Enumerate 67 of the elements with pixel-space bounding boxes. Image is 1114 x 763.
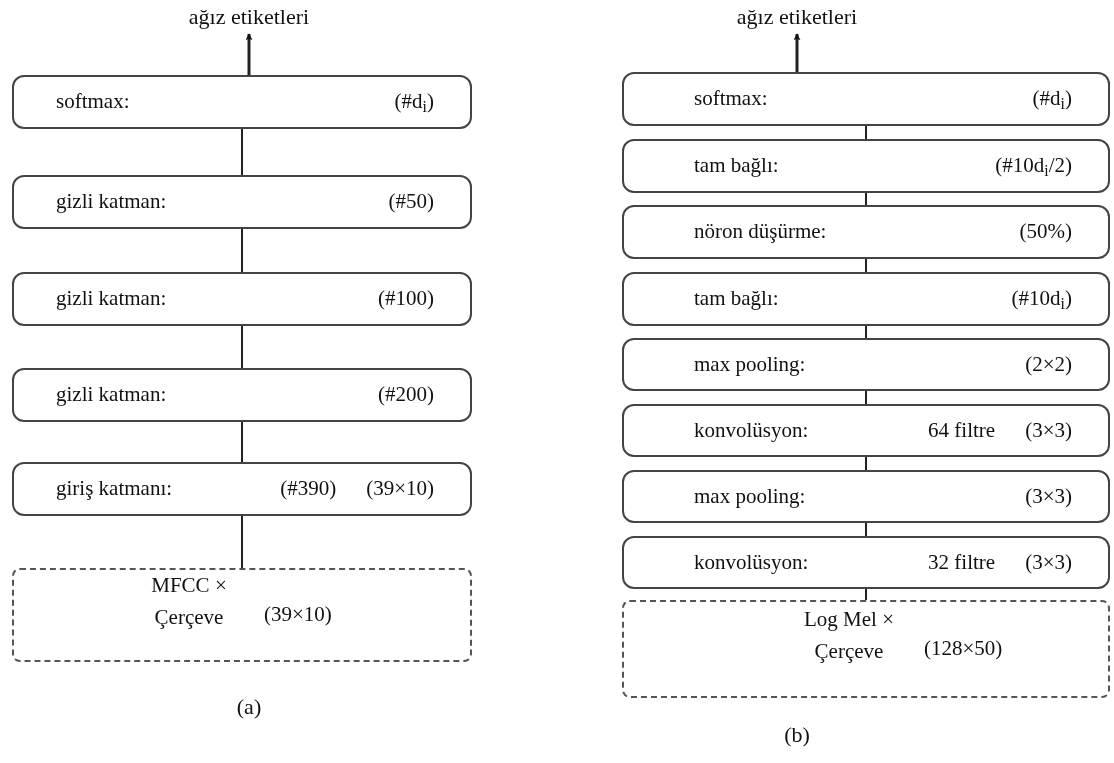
layer-parameter: (#390): [280, 475, 337, 503]
connector-line: [865, 456, 867, 471]
layer-box: [12, 175, 472, 229]
layer-box: [12, 272, 472, 326]
layer-parameter: (3×3): [1025, 416, 1072, 444]
layer-parameter: (50%): [1019, 218, 1072, 246]
layer-box: [622, 139, 1110, 193]
layer-name: max pooling:: [694, 350, 807, 378]
layer-box: [12, 462, 472, 516]
layer-box: [622, 72, 1110, 126]
input-name: Log Mel × Çerçeve: [803, 606, 895, 665]
layer-name: tam bağlı:: [694, 285, 780, 313]
output-label: ağız etiketleri: [697, 0, 897, 32]
panel-label: (a): [236, 693, 262, 721]
layer-parameter: (#10d$_{i}$): [1011, 285, 1072, 315]
layer-box: [12, 75, 472, 129]
input-dimension: (128×50): [924, 635, 1003, 663]
layer-name: konvolüsyon:: [694, 548, 810, 576]
layer-parameter: (2×2): [1025, 350, 1072, 378]
layer-name: gizli katman:: [56, 381, 168, 409]
layer-name: konvolüsyon:: [694, 416, 810, 444]
layer-name: giriş katmanı:: [56, 475, 174, 503]
connector-line: [865, 390, 867, 405]
layer-name: softmax:: [694, 85, 769, 113]
connector-line: [865, 125, 867, 140]
panel-label: (b): [784, 721, 810, 749]
connector-line: [865, 325, 867, 339]
connector-line: [865, 192, 867, 206]
layer-box: [622, 338, 1110, 391]
layer-parameter: (3×3): [1025, 482, 1072, 510]
input-name: MFCC × Çerçeve: [150, 572, 228, 631]
layer-name: max pooling:: [694, 482, 807, 510]
connector-line: [865, 588, 867, 601]
arrow: [245, 33, 253, 75]
layer-parameter: (3×3): [1025, 548, 1072, 576]
layer-parameter: (#d$_{i}$): [1032, 85, 1072, 115]
layer-name: gizli katman:: [56, 188, 168, 216]
layer-box: [622, 536, 1110, 589]
connector-line: [241, 515, 243, 569]
input-box: [622, 600, 1110, 698]
layer-name: tam bağlı:: [694, 152, 780, 180]
layer-parameter: 32 filtre: [928, 548, 996, 576]
layer-parameter: (#10d$_{i}$/2): [995, 152, 1072, 182]
layer-parameter: (#200): [378, 381, 434, 409]
layer-name: softmax:: [56, 88, 131, 116]
connector-line: [865, 522, 867, 537]
layer-box: [622, 205, 1110, 259]
layer-name: gizli katman:: [56, 285, 168, 313]
layer-box: [622, 404, 1110, 457]
connector-line: [241, 228, 243, 273]
connector-line: [241, 128, 243, 176]
layer-parameter: (#50): [388, 188, 434, 216]
output-label: ağız etiketleri: [149, 0, 349, 32]
layer-parameter: 64 filtre: [928, 416, 996, 444]
input-box: [12, 568, 472, 662]
layer-name: nöron düşürme:: [694, 218, 828, 246]
layer-parameter: (#d$_{i}$): [394, 88, 434, 118]
layer-parameter: (39×10): [366, 475, 434, 503]
layer-box: [622, 272, 1110, 326]
connector-line: [865, 258, 867, 273]
input-dimension: (39×10): [264, 601, 332, 629]
arrow: [793, 33, 801, 72]
layer-box: [12, 368, 472, 422]
layer-parameter: (#100): [378, 285, 434, 313]
layer-box: [622, 470, 1110, 523]
connector-line: [241, 325, 243, 369]
connector-line: [241, 421, 243, 463]
